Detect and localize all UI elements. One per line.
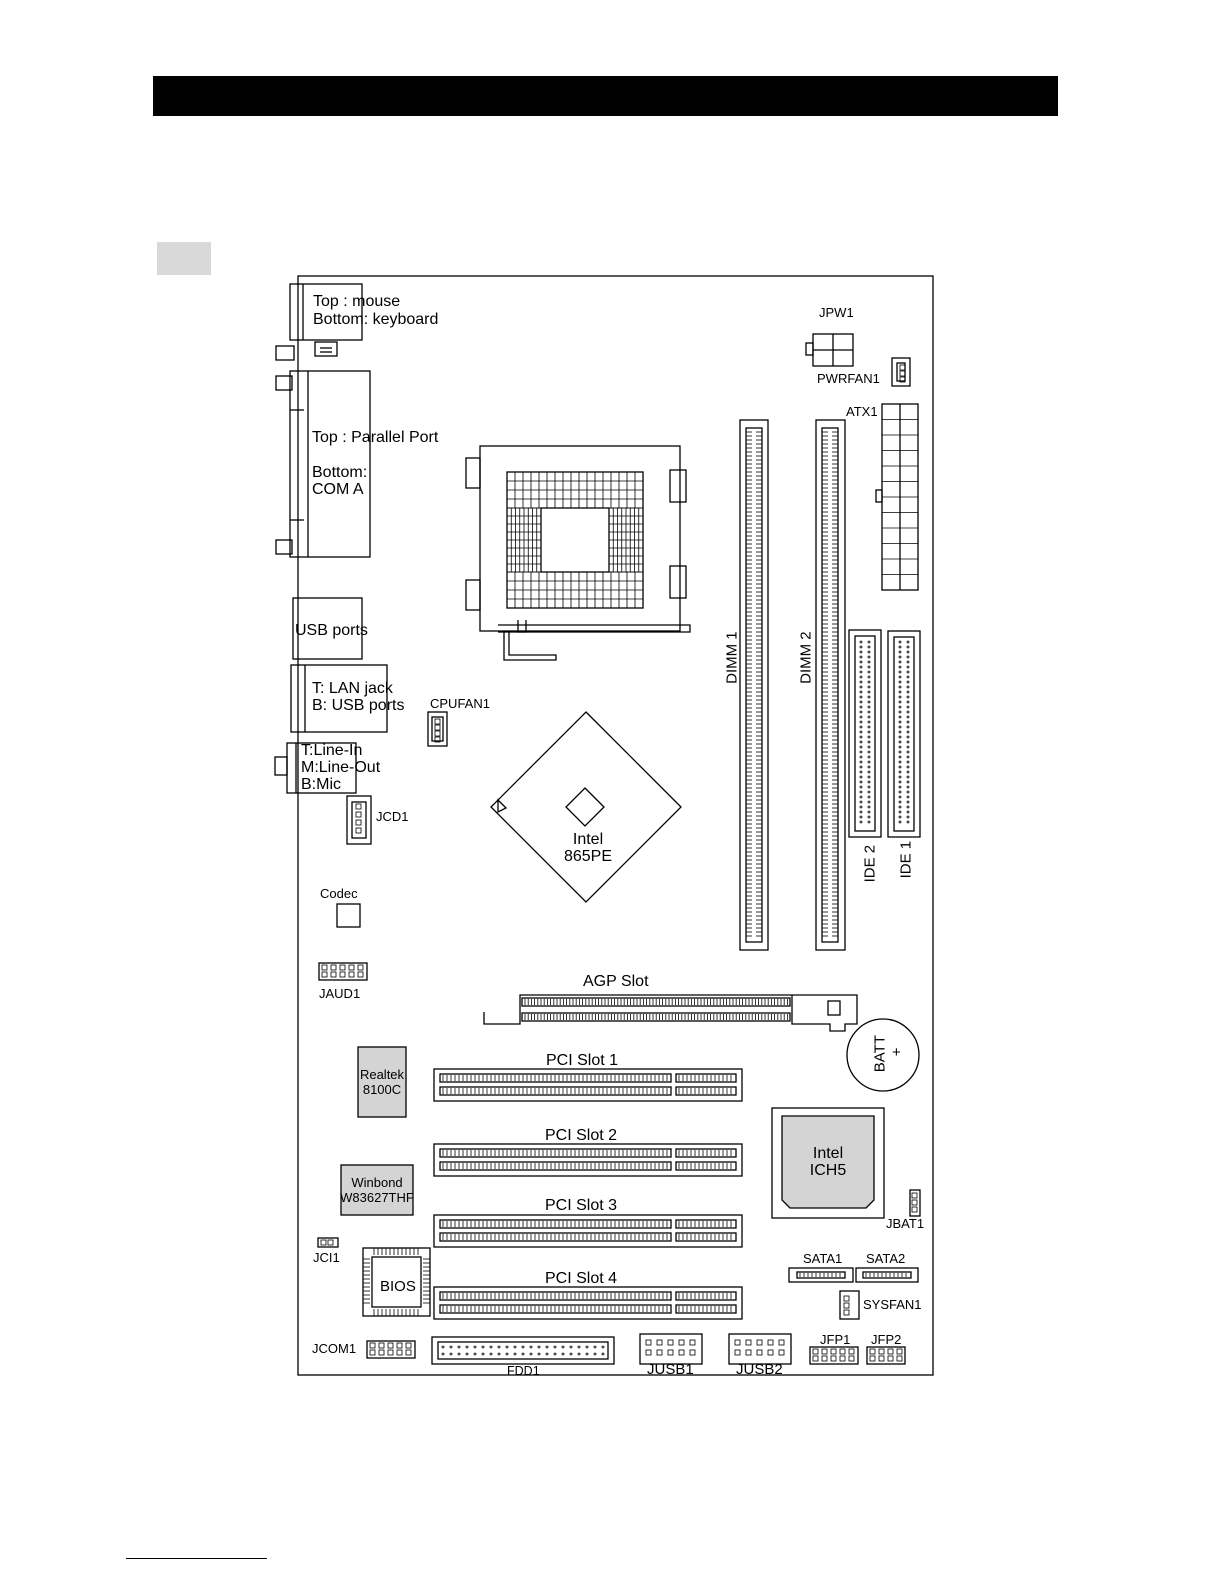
parallel-bottom-label: Bottom: — [312, 464, 368, 481]
ich5-chip — [771, 1107, 885, 1219]
agp-slot-label: AGP Slot — [583, 973, 649, 990]
jfp2-header — [866, 1346, 906, 1365]
audio-line-out-label: M:Line-Out — [301, 759, 381, 776]
lan-bottom-label: B: USB ports — [312, 697, 405, 714]
pci-slot-3 — [433, 1214, 743, 1248]
pci-slot-1 — [433, 1068, 743, 1102]
jbat1-label: JBAT1 — [886, 1216, 925, 1231]
winbond-label-line1: Winbond — [351, 1175, 403, 1190]
ps2-top-label: Top : mouse — [313, 293, 401, 310]
north-bridge-chip — [490, 711, 682, 903]
sata1-label: SATA1 — [803, 1251, 843, 1266]
pwrfan1-header — [891, 357, 911, 387]
usb-ports-label: USB ports — [295, 622, 368, 639]
parallel-com-connector — [289, 370, 371, 558]
bios-chip — [362, 1247, 431, 1317]
jfp1-header — [809, 1346, 859, 1365]
ich5-label-line1: Intel — [812, 1145, 844, 1162]
audio-mic-label: B:Mic — [301, 776, 341, 793]
usb-ports-connector — [292, 597, 363, 660]
dimm1-label: DIMM 1 — [723, 631, 741, 684]
fdd1-label: FDD1 — [507, 1364, 540, 1378]
jfp1-label: JFP1 — [820, 1332, 851, 1347]
jfp2-label: JFP2 — [871, 1332, 902, 1347]
cpu-socket — [465, 445, 691, 661]
ide2-label: IDE 2 — [861, 844, 879, 883]
atx1-label: ATX1 — [846, 404, 878, 419]
com-a-label: COM A — [312, 481, 364, 498]
lan-top-label: T: LAN jack — [312, 680, 393, 697]
north-bridge-label-line1: Intel — [572, 831, 604, 848]
agp-slot — [483, 994, 858, 1032]
realtek-label-line1: Realtek — [359, 1067, 405, 1082]
codec-chip — [336, 903, 361, 928]
footer-rule — [126, 1558, 267, 1559]
ich5-label-line2: ICH5 — [809, 1162, 847, 1179]
jaud1-header — [318, 962, 368, 981]
ps2-connector — [289, 283, 363, 341]
sata2-label: SATA2 — [866, 1251, 906, 1266]
cpufan1-header — [427, 711, 448, 747]
section-marker — [157, 242, 211, 275]
battery-label: BATT — [871, 1035, 889, 1073]
north-bridge-label-line2: 865PE — [563, 848, 613, 865]
sysfan1-label: SYSFAN1 — [863, 1297, 922, 1312]
jusb2-header — [728, 1333, 792, 1365]
codec-label: Codec — [320, 886, 358, 901]
board-outline — [297, 275, 934, 1376]
jbat1-header — [909, 1189, 921, 1217]
pci-slot-4 — [433, 1286, 743, 1320]
jusb1-label: JUSB1 — [647, 1361, 694, 1378]
realtek-label-line2: 8100C — [362, 1082, 402, 1097]
jcd1-header — [346, 795, 372, 845]
jcd1-label: JCD1 — [376, 809, 409, 824]
jcom1-header — [366, 1340, 416, 1359]
fdd1-connector — [431, 1336, 615, 1365]
battery — [846, 1018, 920, 1092]
pci-slot-1-label: PCI Slot 1 — [546, 1052, 619, 1069]
jcom1-label: JCOM1 — [312, 1341, 357, 1356]
ps2-bottom-label: Bottom: keyboard — [313, 311, 439, 328]
dimm1-slot — [739, 419, 769, 951]
sysfan1-header — [839, 1290, 860, 1320]
pwrfan1-label: PWRFAN1 — [817, 371, 880, 386]
jpw1-label: JPW1 — [819, 305, 854, 320]
ide1-label: IDE 1 — [897, 840, 915, 879]
jci1-header — [317, 1237, 339, 1248]
pci-slot-4-label: PCI Slot 4 — [545, 1270, 618, 1287]
pci-slot-2 — [433, 1143, 743, 1177]
sata2-connector — [855, 1267, 919, 1283]
cpufan1-label: CPUFAN1 — [430, 696, 490, 711]
sata1-connector — [788, 1267, 854, 1283]
battery-plus-label: + — [892, 1044, 901, 1061]
winbond-chip — [340, 1164, 414, 1216]
jusb2-label: JUSB2 — [736, 1361, 783, 1378]
pci-slot-3-label: PCI Slot 3 — [545, 1197, 618, 1214]
jusb1-header — [639, 1333, 703, 1365]
parallel-top-label: Top : Parallel Port — [312, 429, 439, 446]
jaud1-label: JAUD1 — [319, 986, 361, 1001]
realtek-chip — [357, 1046, 407, 1118]
header-bar — [153, 76, 1058, 116]
bios-label: BIOS — [380, 1278, 416, 1295]
audio-line-in-label: T:Line-In — [301, 742, 363, 759]
ide1-connector — [887, 630, 921, 838]
dimm2-slot — [815, 419, 846, 951]
jci1-label: JCI1 — [313, 1250, 340, 1265]
dimm2-label: DIMM 2 — [797, 631, 815, 684]
ide2-connector — [848, 629, 882, 838]
pci-slot-2-label: PCI Slot 2 — [545, 1127, 618, 1144]
winbond-label-line2: W83627THF — [340, 1190, 414, 1205]
lan-usb-connector — [290, 664, 388, 733]
